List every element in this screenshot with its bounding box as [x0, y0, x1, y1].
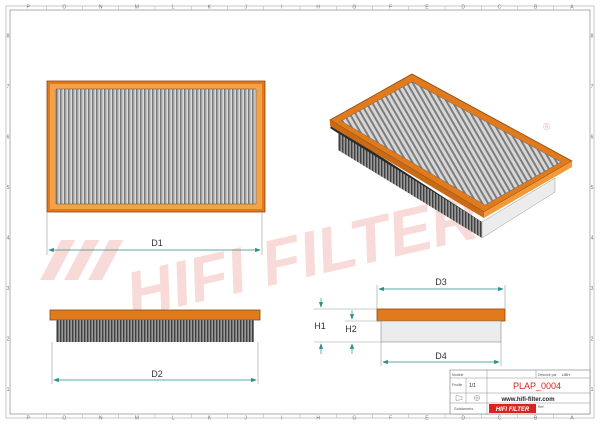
frame-col-label-l-top: L: [172, 5, 175, 11]
frame-col-label-h-top: H: [316, 5, 320, 11]
title-block-website: www.hifi-filter.com: [500, 397, 554, 403]
frame-col-label-m-top: M: [135, 5, 139, 11]
title-block-software: Solidworks: [454, 406, 473, 411]
registered-mark: ®: [543, 122, 551, 133]
frame-row-label-3-left: 3: [7, 286, 10, 292]
frame-row-label-5-right: 5: [591, 185, 594, 191]
frame-row-label-3-right: 3: [591, 286, 594, 292]
frame-row-label-5-left: 5: [7, 185, 10, 191]
title-block-brand: HIFI FILTER: [496, 407, 530, 413]
dimension-h2: H2: [345, 310, 381, 354]
title-block-dessine-label: Dessiné par: [538, 373, 558, 377]
drawing-frame: P P O O N N M M L L K K J J I I H H G G F F E E D D C C B B A A 8 8 7 7 6 6 5…: [5, 5, 595, 422]
title-block-feuille-value: 1/1: [469, 383, 476, 389]
frame-row-label-6-left: 6: [7, 134, 10, 140]
frame-col-label-a-bottom: A: [570, 415, 574, 421]
frame-row-labels: 8 8 7 7 6 6 5 5 4 4 3 3 2 2 1 1: [7, 33, 594, 393]
frame-column-labels: P P O O N N M M L L K K J J I I H H G G F F E E D D C C B B A A: [26, 5, 574, 422]
frame-row-label-7-left: 7: [7, 84, 10, 90]
frame-col-label-d-bottom: D: [461, 415, 465, 421]
dimension-label-d3: D3: [435, 277, 447, 287]
frame-row-label-2-left: 2: [7, 336, 10, 342]
frame-col-label-a-top: A: [570, 5, 574, 11]
frame-col-label-f-bottom: F: [389, 415, 392, 421]
frame-col-label-p-bottom: P: [26, 415, 30, 421]
isometric-view: [329, 73, 573, 239]
dimension-label-h2: H2: [345, 324, 357, 334]
frame-row-label-7-right: 7: [591, 84, 594, 90]
frame-row-label-4-right: 4: [591, 235, 594, 241]
title-block-dessine-value: LISH: [562, 373, 570, 377]
frame-col-label-h-bottom: H: [316, 415, 320, 421]
title-block-ref-label: Réf.: [538, 405, 544, 409]
frame-col-label-j-top: J: [244, 5, 247, 11]
dimension-d1: D1: [46, 212, 263, 255]
frame-col-label-c-top: C: [498, 5, 502, 11]
frame-col-label-k-top: K: [208, 5, 212, 11]
dimension-d4: D4: [380, 342, 502, 366]
frame-col-label-j-bottom: J: [244, 415, 247, 421]
dimension-label-d2: D2: [151, 369, 163, 379]
frame-col-label-b-bottom: B: [534, 415, 538, 421]
front-view: [49, 309, 261, 342]
frame-col-label-l-bottom: L: [172, 415, 175, 421]
frame-col-label-n-bottom: N: [99, 415, 103, 421]
frame-row-label-8-left: 8: [7, 33, 10, 39]
projection-symbol-icon: [455, 395, 480, 401]
frame-col-label-o-bottom: O: [62, 415, 66, 421]
title-block-part-number: PLAP_0004: [513, 381, 561, 391]
frame-col-label-i-bottom: I: [281, 415, 282, 421]
frame-col-label-k-bottom: K: [208, 415, 212, 421]
dimension-h1: H1: [314, 298, 381, 354]
frame-col-label-m-bottom: M: [135, 415, 139, 421]
top-view: [46, 80, 266, 213]
frame-row-label-1-right: 1: [591, 387, 594, 393]
frame-col-label-c-bottom: C: [498, 415, 502, 421]
frame-col-label-e-bottom: E: [425, 415, 429, 421]
frame-row-label-6-right: 6: [591, 134, 594, 140]
dimension-label-h1: H1: [314, 321, 326, 331]
dimension-d3: D3: [376, 277, 506, 309]
dimension-d2: D2: [51, 342, 259, 384]
dimension-label-d4: D4: [435, 351, 447, 361]
side-view: [376, 308, 506, 343]
frame-col-label-g-bottom: G: [352, 415, 356, 421]
title-block-modele-label: Modèle: [452, 373, 464, 377]
frame-col-label-e-top: E: [425, 5, 429, 11]
frame-col-label-o-top: O: [62, 5, 66, 11]
frame-row-label-1-left: 1: [7, 387, 10, 393]
frame-row-label-8-right: 8: [591, 33, 594, 39]
title-block-feuille-label: Feuille: [452, 383, 462, 387]
dimension-label-d1: D1: [151, 238, 163, 248]
frame-col-label-n-top: N: [99, 5, 103, 11]
frame-row-label-2-right: 2: [591, 336, 594, 342]
frame-col-label-g-top: G: [352, 5, 356, 11]
frame-col-label-p-top: P: [26, 5, 30, 11]
title-block-brand-badge: [489, 404, 536, 413]
frame-col-label-i-top: I: [281, 5, 282, 11]
frame-col-label-b-top: B: [534, 5, 538, 11]
frame-col-label-f-top: F: [389, 5, 392, 11]
title-block: Modèle Feuille 1/1 Dessiné par LISH Réf.…: [449, 369, 591, 415]
frame-row-label-4-left: 4: [7, 235, 10, 241]
frame-col-label-d-top: D: [461, 5, 465, 11]
